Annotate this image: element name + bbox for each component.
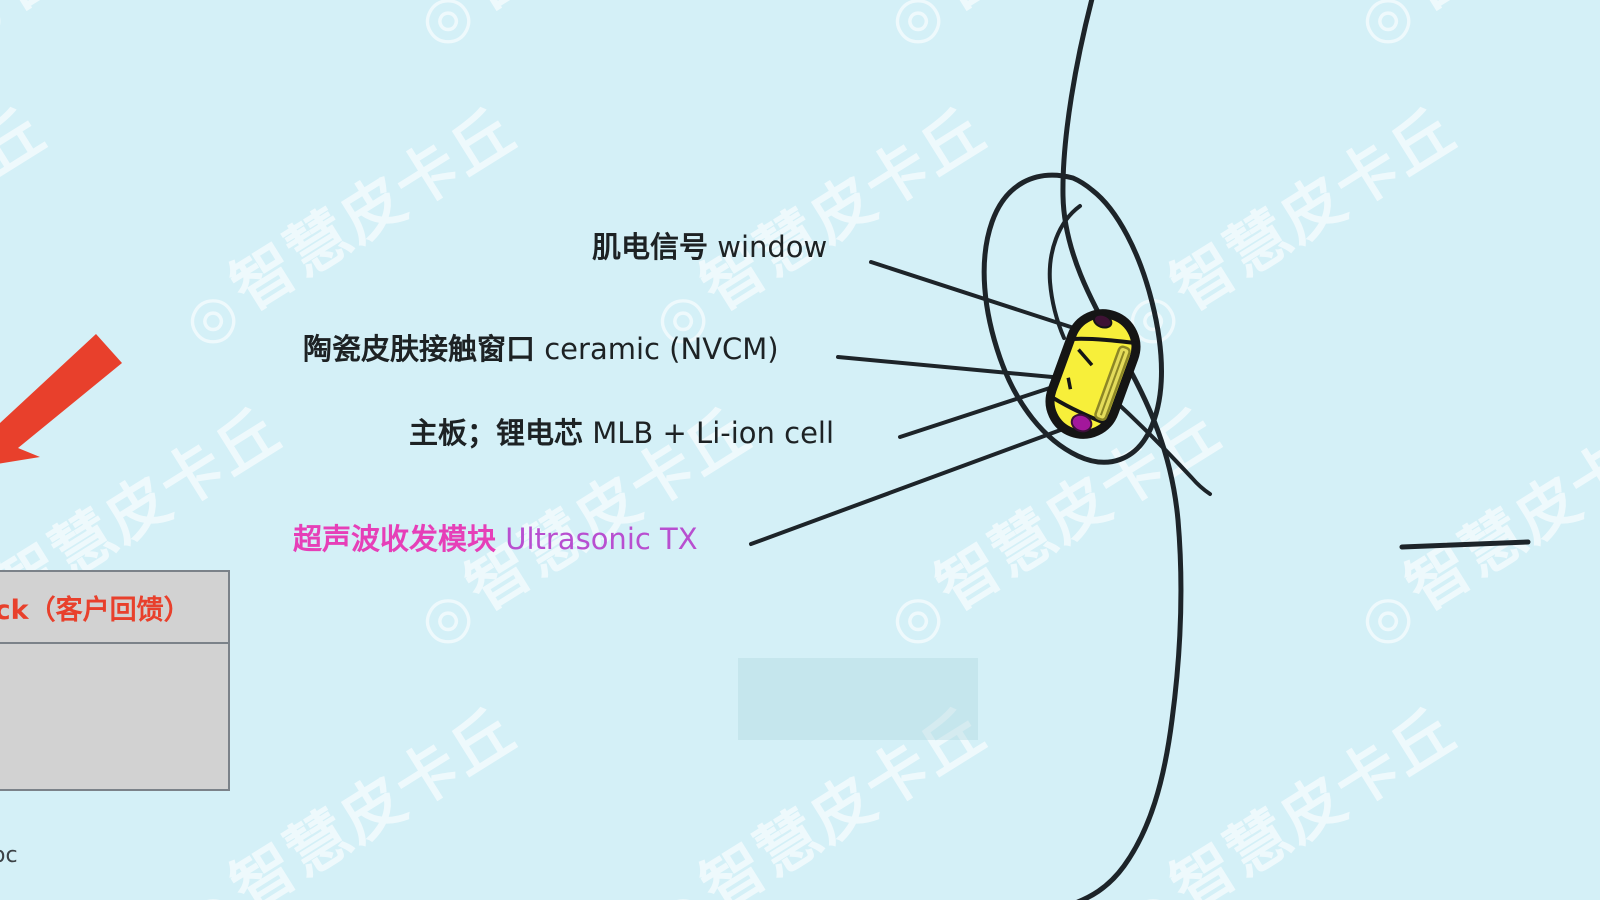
callout-ceramic-cn: 陶瓷皮肤接触窗口 xyxy=(303,332,536,366)
leader-line-ceramic xyxy=(836,355,1065,380)
footer-note: chdoc xyxy=(0,843,18,868)
device-port-top xyxy=(1092,313,1113,329)
ear-lobe-path xyxy=(1112,398,1212,496)
ear-helix-path xyxy=(981,172,1164,465)
callout-ceramic-window: 陶瓷皮肤接触窗口 ceramic (NVCM) xyxy=(303,334,779,364)
callout-emg-cn: 肌电信号 xyxy=(592,230,709,264)
head-outline-path xyxy=(1060,0,1184,900)
customer-feedback-panel: edback（客户回馈） xyxy=(0,570,230,791)
device-tick-lower xyxy=(1066,377,1073,390)
red-pointer-arrow xyxy=(0,334,122,464)
leader-line-ultrasonic xyxy=(749,412,1106,546)
leader-line-emg xyxy=(869,260,1082,332)
callout-ultrasonic-cn: 超声波收发模块 xyxy=(293,522,497,556)
callout-mainboard-battery: 主板；锂电芯 MLB + Li-ion cell xyxy=(409,418,834,448)
device-strip-line xyxy=(1099,350,1126,416)
device-tick-upper xyxy=(1077,348,1094,367)
callout-mlb-en: MLB + Li-ion cell xyxy=(592,416,835,450)
device-bottom-seam xyxy=(1051,395,1109,426)
redaction-block xyxy=(738,658,978,740)
callout-ultrasonic-en: Ultrasonic TX xyxy=(505,522,698,556)
device-body xyxy=(1045,309,1141,439)
leader-line-mlb xyxy=(898,382,1064,439)
callout-emg-window: 肌电信号 window xyxy=(592,232,827,262)
customer-feedback-header: edback（客户回馈） xyxy=(0,572,228,644)
callout-emg-en: window xyxy=(717,230,828,264)
device-port-bottom xyxy=(1070,413,1093,433)
callout-ultrasonic-tx: 超声波收发模块 Ultrasonic TX xyxy=(293,524,698,554)
callout-mlb-cn: 主板；锂电芯 xyxy=(409,416,584,450)
stray-line-right xyxy=(1399,539,1531,550)
device-top-seam xyxy=(1072,336,1138,346)
in-ear-device xyxy=(1045,309,1141,439)
callout-ceramic-en: ceramic (NVCM) xyxy=(544,332,779,366)
customer-feedback-body xyxy=(0,644,228,789)
